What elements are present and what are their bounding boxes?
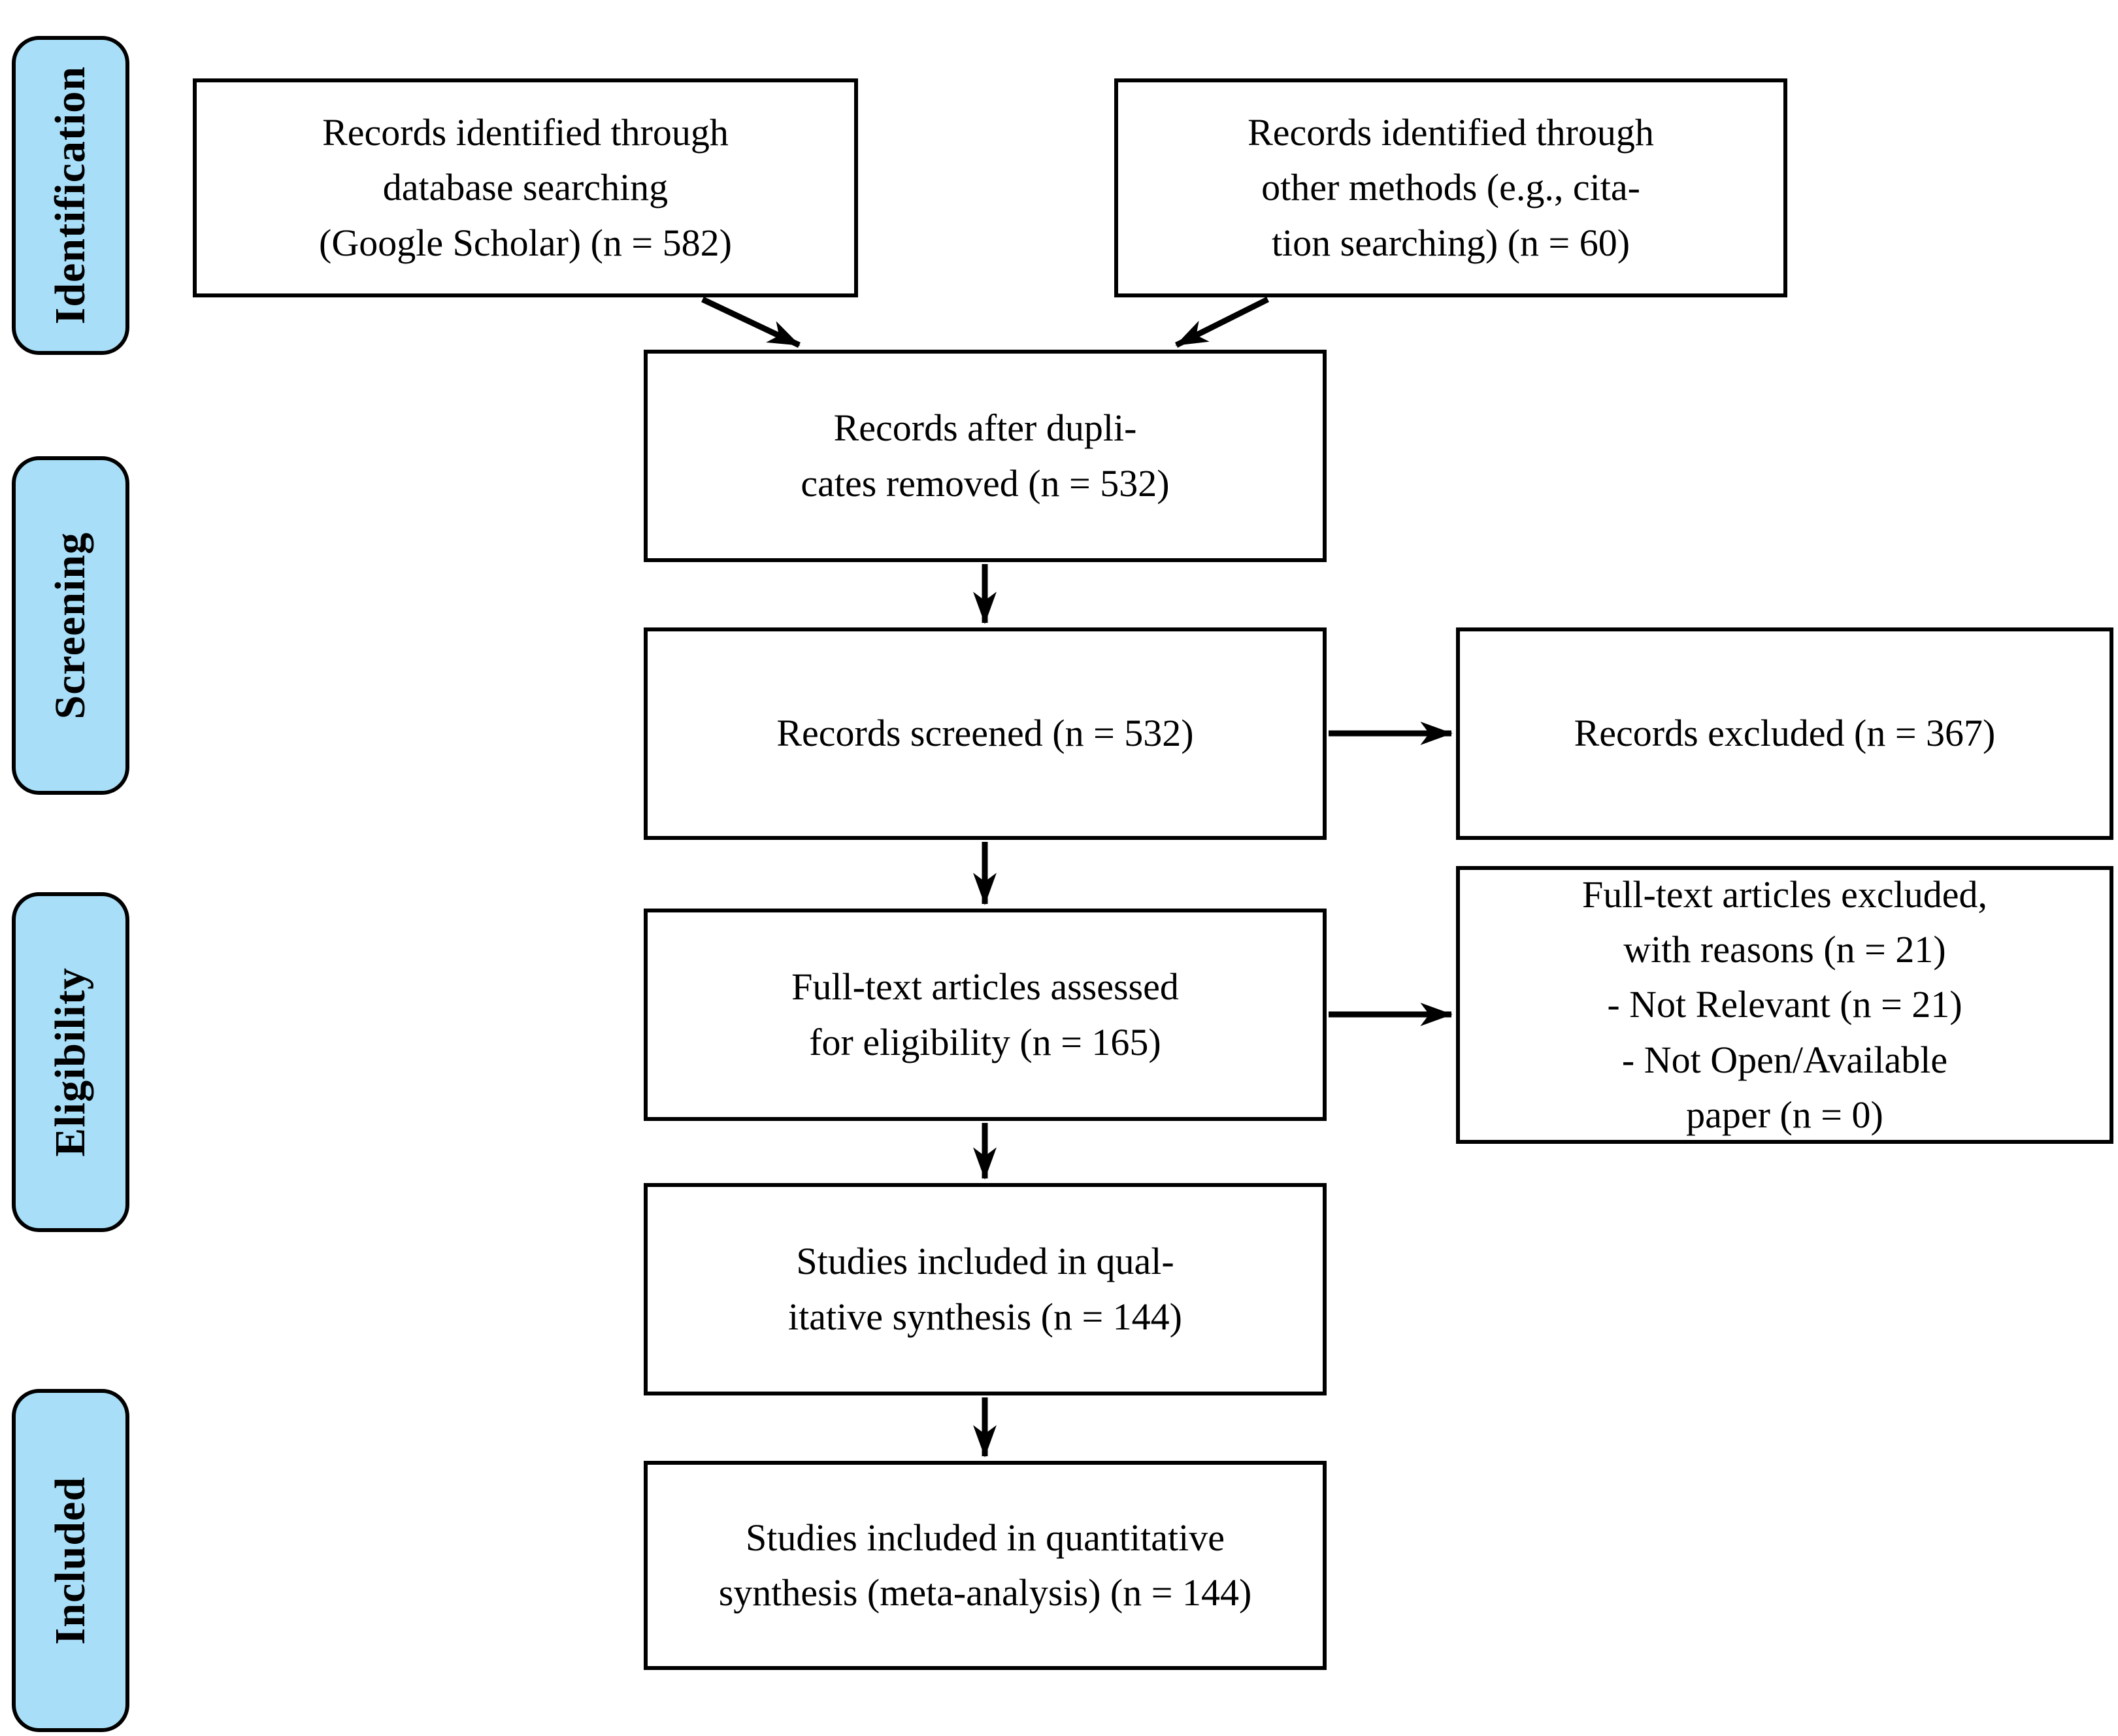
box-text-line: synthesis (meta-analysis) (n = 144) — [718, 1571, 1252, 1614]
stage-label-text: Included — [46, 1476, 94, 1645]
box-text-line: Records screened (n = 532) — [776, 712, 1194, 755]
box-text-line: Records after dupli- — [833, 407, 1137, 450]
arrow-other-to-duplicates — [1174, 296, 1270, 348]
box-text-line: Records identified through — [322, 111, 729, 154]
box-qualitative-synthesis: Studies included in qual- itative synthe… — [644, 1183, 1327, 1395]
box-records-after-duplicates: Records after dupli- cates removed (n = … — [644, 350, 1327, 562]
stage-label-eligibility: Eligibility — [12, 892, 129, 1232]
box-text-line: for eligibility (n = 165) — [809, 1020, 1161, 1063]
box-text-line: other methods (e.g., cita- — [1261, 166, 1640, 209]
box-quantitative-synthesis: Studies included in quantitative synthes… — [644, 1461, 1327, 1670]
box-text-line: itative synthesis (n = 144) — [788, 1295, 1182, 1338]
box-text-line: Records excluded (n = 367) — [1574, 712, 1996, 755]
stage-label-text: Identification — [46, 66, 94, 325]
box-text-line: with reasons (n = 21) — [1623, 928, 1946, 971]
box-text-line: database searching — [382, 166, 669, 209]
box-text-line: tion searching) (n = 60) — [1271, 221, 1630, 264]
box-text-line: - Not Relevant (n = 21) — [1607, 983, 1962, 1026]
box-records-identified-database: Records identified through database sear… — [193, 78, 858, 297]
box-text-line: Full-text articles excluded, — [1581, 873, 1988, 916]
box-records-identified-other: Records identified through other methods… — [1114, 78, 1787, 297]
stage-label-text: Eligibility — [46, 967, 94, 1157]
stage-label-included: Included — [12, 1389, 129, 1732]
box-text-line: Studies included in qual- — [796, 1240, 1174, 1283]
box-text-line: paper (n = 0) — [1686, 1093, 1883, 1136]
box-text-line: Studies included in quantitative — [746, 1516, 1225, 1559]
box-records-excluded: Records excluded (n = 367) — [1456, 627, 2113, 840]
box-text-line: cates removed (n = 532) — [801, 461, 1170, 505]
box-fulltext-assessed: Full-text articles assessed for eligibil… — [644, 909, 1327, 1121]
box-text-line: Full-text articles assessed — [791, 965, 1179, 1009]
box-text-line: - Not Open/Available — [1621, 1038, 1948, 1081]
box-records-screened: Records screened (n = 532) — [644, 627, 1327, 840]
box-fulltext-excluded: Full-text articles excluded, with reason… — [1456, 866, 2113, 1144]
box-text-line: (Google Scholar) (n = 582) — [319, 221, 732, 264]
arrow-database-to-duplicates — [701, 296, 801, 348]
box-text-line: Records identified through — [1248, 111, 1654, 154]
stage-label-identification: Identification — [12, 36, 129, 355]
stage-label-screening: Screening — [12, 456, 129, 795]
stage-label-text: Screening — [46, 531, 94, 720]
